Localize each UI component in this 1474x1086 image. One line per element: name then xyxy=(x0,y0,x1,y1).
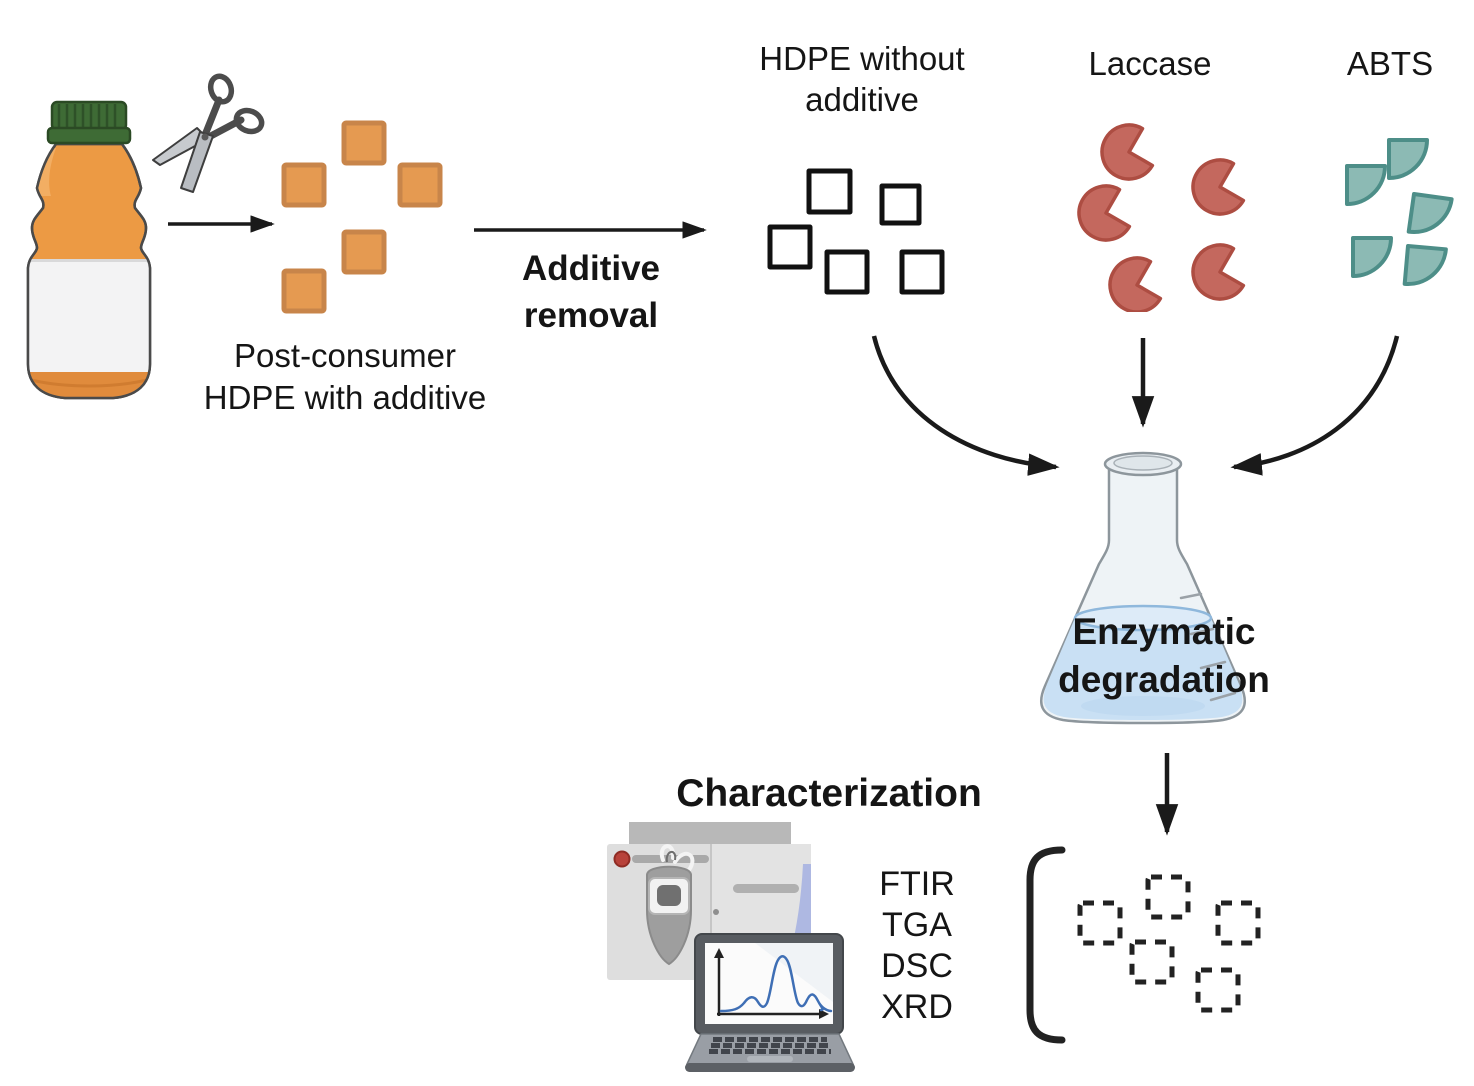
hdpe-with-additive-flakes-icon xyxy=(281,120,443,314)
bottle-cap xyxy=(46,100,132,145)
hdpe-without-additive-flakes-icon xyxy=(767,168,945,295)
abts-label: ABTS xyxy=(1346,45,1434,82)
post-consumer-label: Post-consumer HDPE with additive xyxy=(203,337,487,416)
spectrum-curve xyxy=(719,955,833,1013)
methods-list: FTIR TGA DSC XRD xyxy=(879,864,955,1028)
scissors-icon xyxy=(152,73,265,193)
additive-removal-label: Additive removal xyxy=(521,249,661,335)
left-bracket-icon xyxy=(1026,846,1066,1044)
laptop-icon xyxy=(685,933,855,1072)
laccase-label: Laccase xyxy=(1088,45,1212,82)
method-label-tga: TGA xyxy=(882,906,952,944)
hdpe-without-additive-label: HDPE without additive xyxy=(759,40,965,118)
laccase-enzymes-icon xyxy=(1077,123,1246,312)
enzymatic-degradation-label: Enzymatic degradation xyxy=(1058,611,1270,700)
erlenmeyer-flask-icon xyxy=(1040,451,1246,725)
method-label-dsc: DSC xyxy=(881,947,953,985)
method-label-ftir: FTIR xyxy=(879,865,955,903)
degraded-hdpe-flakes-icon xyxy=(1077,874,1261,1013)
method-label-xrd: XRD xyxy=(881,988,953,1026)
arrow-hdpe-to-flask xyxy=(871,335,1060,476)
abts-molecules-icon xyxy=(1345,138,1454,290)
flask-liquid xyxy=(1043,618,1243,720)
arrow-abts-to-flask xyxy=(1230,335,1400,476)
juice-bottle-icon xyxy=(26,100,152,400)
characterization-label: Characterization xyxy=(676,772,982,815)
